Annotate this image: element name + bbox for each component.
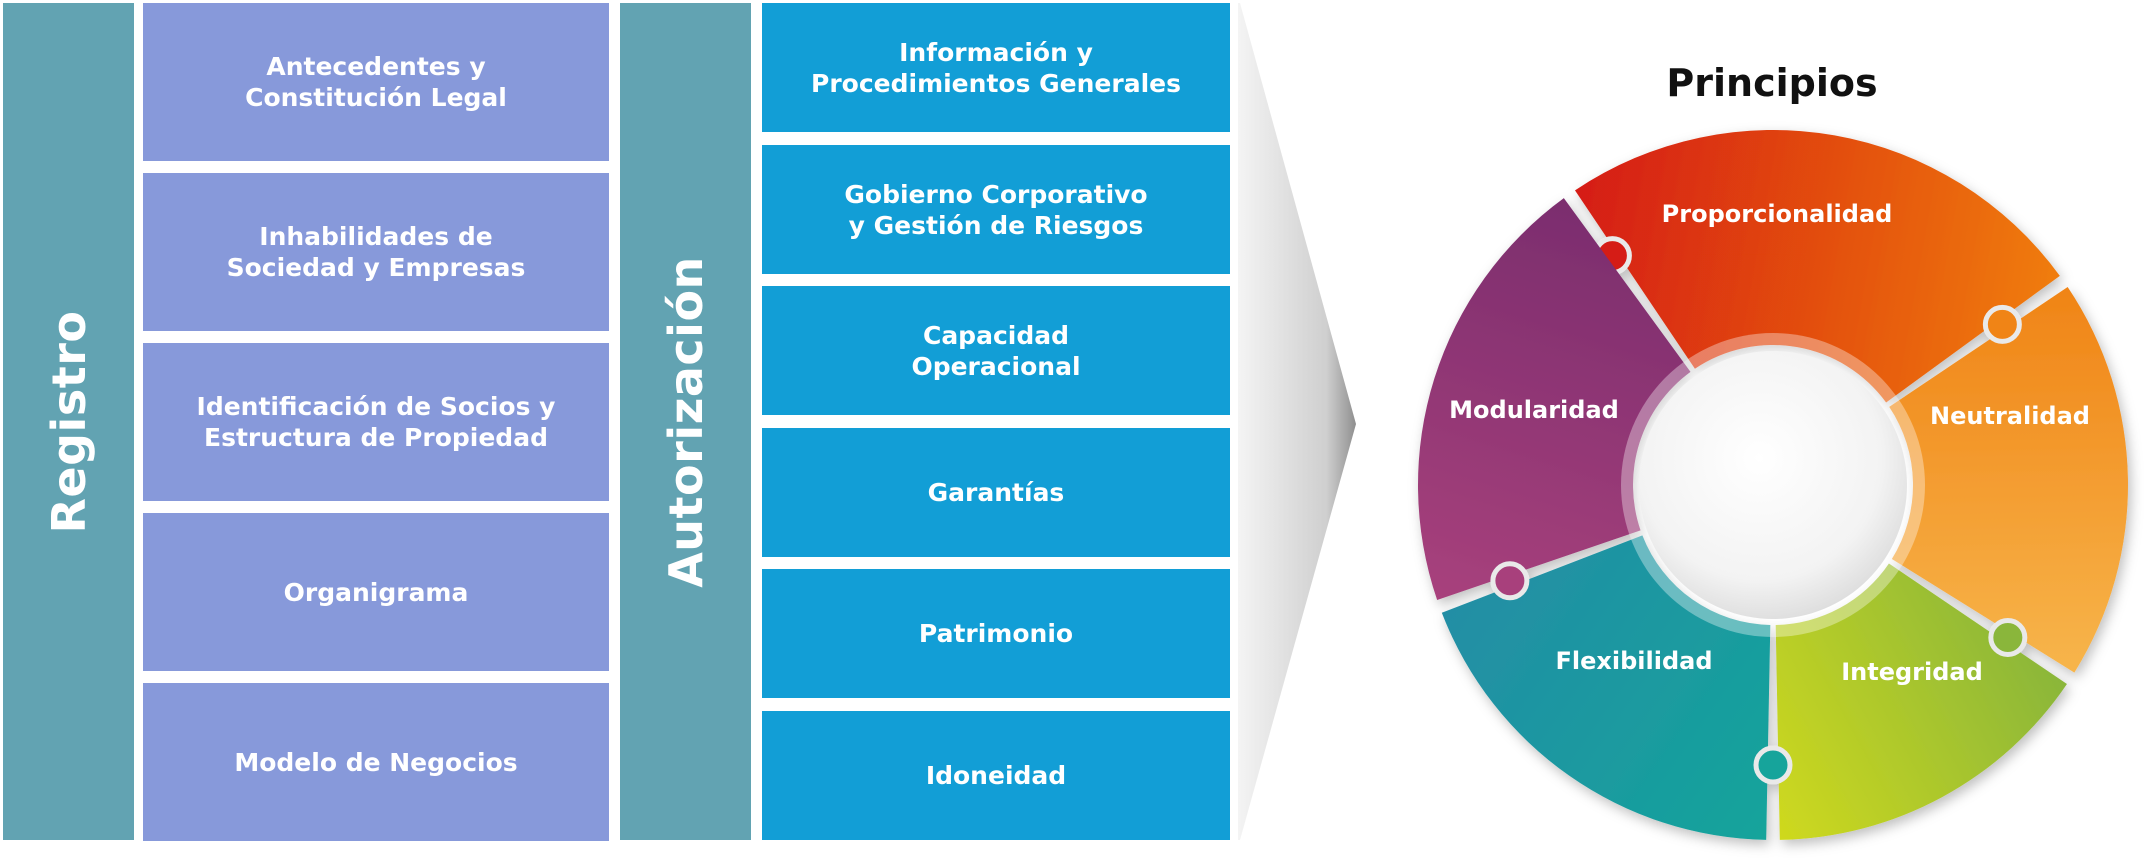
label-flexibilidad: Flexibilidad (1555, 647, 1712, 675)
registro-item-identificacion: Identificación de Socios y Estructura de… (143, 343, 609, 501)
arrow-chevron (1238, 3, 1356, 840)
label-modularidad: Modularidad (1449, 396, 1619, 424)
principios-wheel: Principios ProporcionalidadNeutralidadIn… (1418, 61, 2128, 840)
puzzle-knob-flexibilidad (1753, 745, 1793, 785)
autorizacion-item-gobierno: Gobierno Corporativo y Gestión de Riesgo… (762, 145, 1230, 274)
autorizacion-item-idoneidad: Idoneidad (762, 711, 1230, 840)
puzzle-knob-modularidad (1490, 561, 1530, 601)
registro-header: Registro (3, 3, 134, 840)
autorizacion-item-informacion: Información y Procedimientos Generales (762, 3, 1230, 132)
segment-integridad (1775, 563, 2067, 840)
label-proporcionalidad: Proporcionalidad (1662, 200, 1893, 228)
registro-item-organigrama: Organigrama (143, 513, 609, 671)
principios-title: Principios (1666, 61, 1877, 105)
segment-proporcionalidad (1575, 129, 2060, 403)
autorizacion-label: Autorización (658, 255, 713, 588)
registro-label: Registro (41, 310, 96, 533)
segment-modularidad (1418, 198, 1691, 600)
registro-item-inhabilidades: Inhabilidades de Sociedad y Empresas (143, 173, 609, 331)
segment-neutralidad (1889, 287, 2128, 673)
label-integridad: Integridad (1841, 658, 1983, 686)
puzzle-knob-integridad (1988, 617, 2028, 657)
registro-item-antecedentes: Antecedentes y Constitución Legal (143, 3, 609, 161)
segment-flexibilidad (1441, 535, 1771, 840)
registro-item-modelo: Modelo de Negocios (143, 683, 609, 841)
autorizacion-item-patrimonio: Patrimonio (762, 569, 1230, 698)
autorizacion-header: Autorización (620, 3, 751, 840)
puzzle-knob-neutralidad (1982, 304, 2022, 344)
label-neutralidad: Neutralidad (1930, 402, 2090, 430)
hub-circle (1639, 351, 1907, 619)
autorizacion-item-garantias: Garantías (762, 428, 1230, 557)
autorizacion-item-capacidad: Capacidad Operacional (762, 286, 1230, 415)
